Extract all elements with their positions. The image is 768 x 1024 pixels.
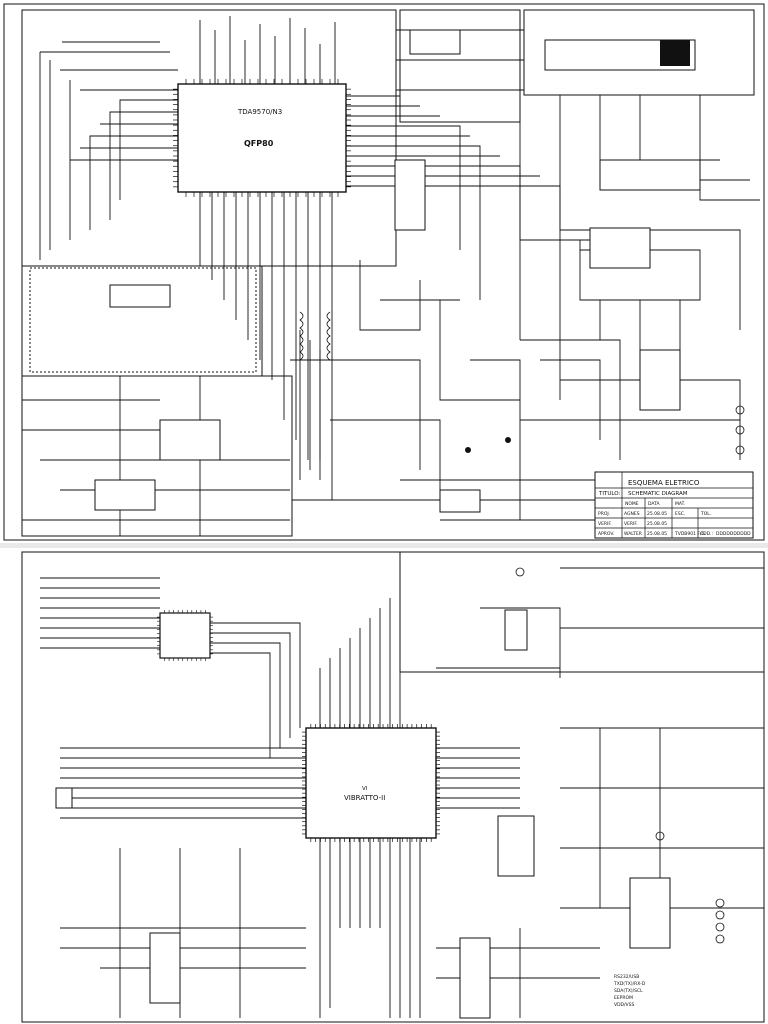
code-value: DDDDDDDDDD <box>716 531 751 537</box>
title-label: TITULO: <box>598 491 620 497</box>
vibratto-chip: VI VIBRATTO-II <box>302 724 440 842</box>
code-label: COD.: <box>700 531 713 537</box>
header-name: NOME <box>625 501 639 507</box>
title-pt: ESQUEMA ELETRICO <box>628 479 700 487</box>
row-label: APROV. <box>598 531 614 537</box>
note-line: EEPROM <box>614 995 633 1001</box>
header-date: DATA <box>648 501 661 507</box>
row-date: 25.08.05 <box>647 531 667 537</box>
model-number: TVDB901 F/G <box>674 531 706 537</box>
row-date: 25.08.05 <box>647 511 667 517</box>
chip-part-number: TDA9570/N3 <box>237 108 282 116</box>
row-label: PROJ. <box>598 511 610 517</box>
schematic-sheet-2: VI VIBRATTO-II RS232/USB TX <box>0 548 768 1024</box>
sheet-2-drawing: VI VIBRATTO-II RS232/USB TX <box>21 551 765 1023</box>
note-line: RS232/USB <box>614 974 639 980</box>
note-line: TXD(TX)/RX-D <box>613 981 646 987</box>
title-block-frame <box>594 471 754 539</box>
header-mat: MAT. <box>675 501 685 507</box>
note-line: VDD/VSS <box>614 1002 634 1008</box>
row-name: AGNES <box>624 511 640 517</box>
sheet-1-drawing: TDA9570/N3 QFP80 <box>3 3 765 541</box>
notes-block: RS232/USB TXD(TX)/RX-D SDA(TX)/SCL EEPRO… <box>613 974 646 1008</box>
chip-part: VIBRATTO-II <box>344 794 385 802</box>
row-name: WALTER <box>624 531 642 537</box>
note-line: SDA(TX)/SCL <box>614 988 643 994</box>
title-en: SCHEMATIC DIAGRAM <box>628 491 688 497</box>
row-label: VERIF. <box>598 521 612 527</box>
chip-ref: VI <box>362 786 368 792</box>
row-name: VERIF. <box>624 521 638 527</box>
scale-label: ESC. <box>675 511 685 517</box>
schematic-sheet-1: TDA9570/N3 QFP80 <box>0 0 768 543</box>
tda9570-chip: TDA9570/N3 QFP80 <box>173 79 351 197</box>
title-block: TITULO: ESQUEMA ELETRICO SCHEMATIC DIAGR… <box>595 472 753 538</box>
right-upper-frame <box>523 9 755 96</box>
chip-package: QFP80 <box>244 139 274 148</box>
tol-label: TOL. <box>700 511 711 517</box>
row-date: 25.08.05 <box>647 521 667 527</box>
